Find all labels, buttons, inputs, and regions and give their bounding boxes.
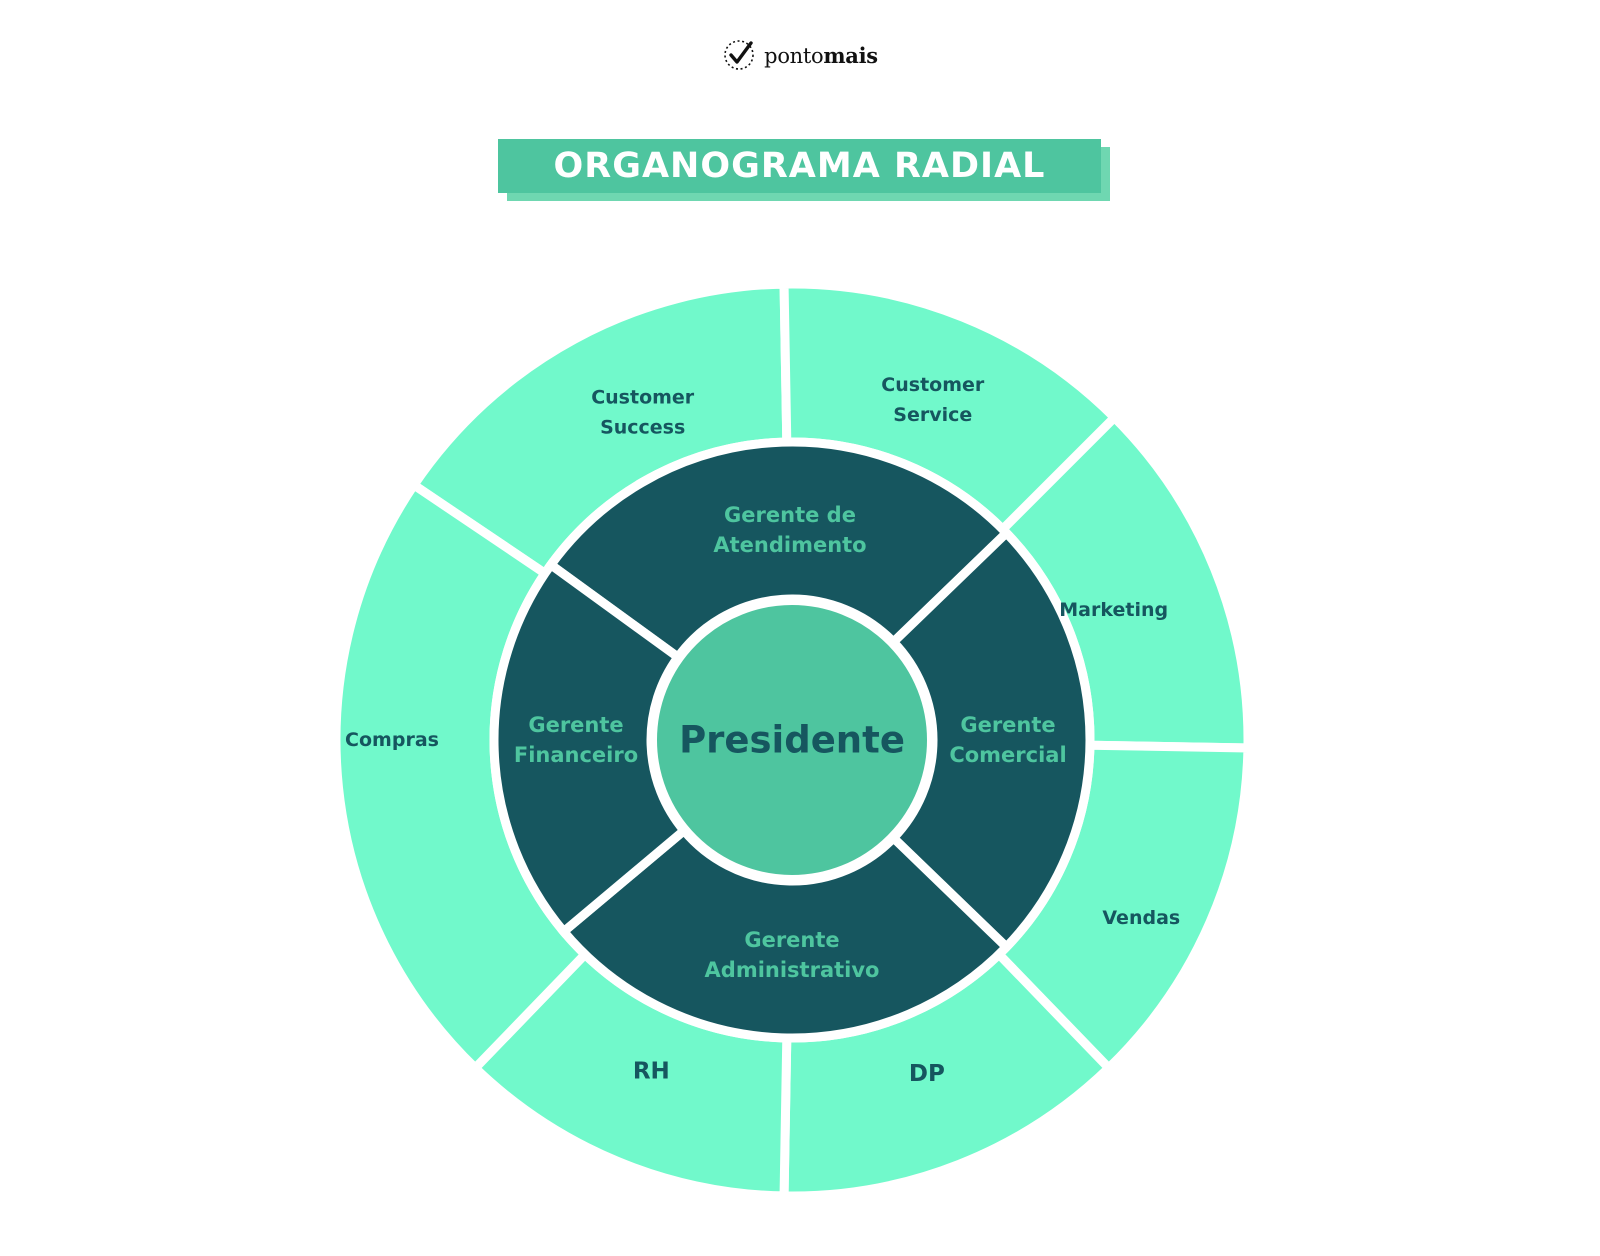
department-label-rh: RH (633, 1058, 670, 1084)
manager-label-comercial-line: Comercial (949, 743, 1066, 767)
president-circle (647, 595, 937, 885)
manager-label-atendimento-line: Gerente de (724, 503, 856, 527)
manager-label-comercial-line: Gerente (960, 713, 1055, 737)
manager-label-atendimento: Gerente de Atendimento (713, 503, 866, 557)
clock-check-icon (724, 40, 754, 70)
department-label-dp-line: DP (909, 1061, 945, 1087)
department-label-customer-success-line: Customer (591, 386, 695, 408)
manager-label-administrativo-line: Administrativo (705, 958, 880, 982)
department-label-customer-service-line: Customer (881, 374, 985, 396)
manager-label-administrativo-line: Gerente (744, 928, 839, 952)
president-label: Presidente (679, 719, 905, 762)
brand-logo: pontomais (0, 38, 1600, 72)
department-label-vendas: Vendas (1102, 907, 1180, 929)
department-label-compras-line: Compras (345, 729, 439, 751)
department-label-vendas-line: Vendas (1102, 907, 1180, 929)
brand-name: pontomais (764, 43, 878, 68)
department-label-rh-line: RH (633, 1058, 670, 1084)
center-node (647, 595, 937, 885)
title-banner: ORGANOGRAMA RADIAL (498, 139, 1101, 193)
page-title: ORGANOGRAMA RADIAL (553, 146, 1046, 186)
department-label-marketing-line: Marketing (1059, 599, 1168, 621)
department-label-marketing: Marketing (1059, 599, 1168, 621)
manager-label-financeiro-line: Gerente (528, 713, 623, 737)
department-label-dp: DP (909, 1061, 945, 1087)
department-label-customer-service-line: Service (893, 404, 972, 426)
manager-label-atendimento-line: Atendimento (713, 533, 866, 557)
brand-name-bold: mais (823, 42, 878, 68)
department-label-customer-success-line: Success (600, 416, 685, 438)
manager-label-financeiro-line: Financeiro (514, 743, 638, 767)
brand-name-light: ponto (764, 43, 824, 68)
department-label-compras: Compras (345, 729, 439, 751)
